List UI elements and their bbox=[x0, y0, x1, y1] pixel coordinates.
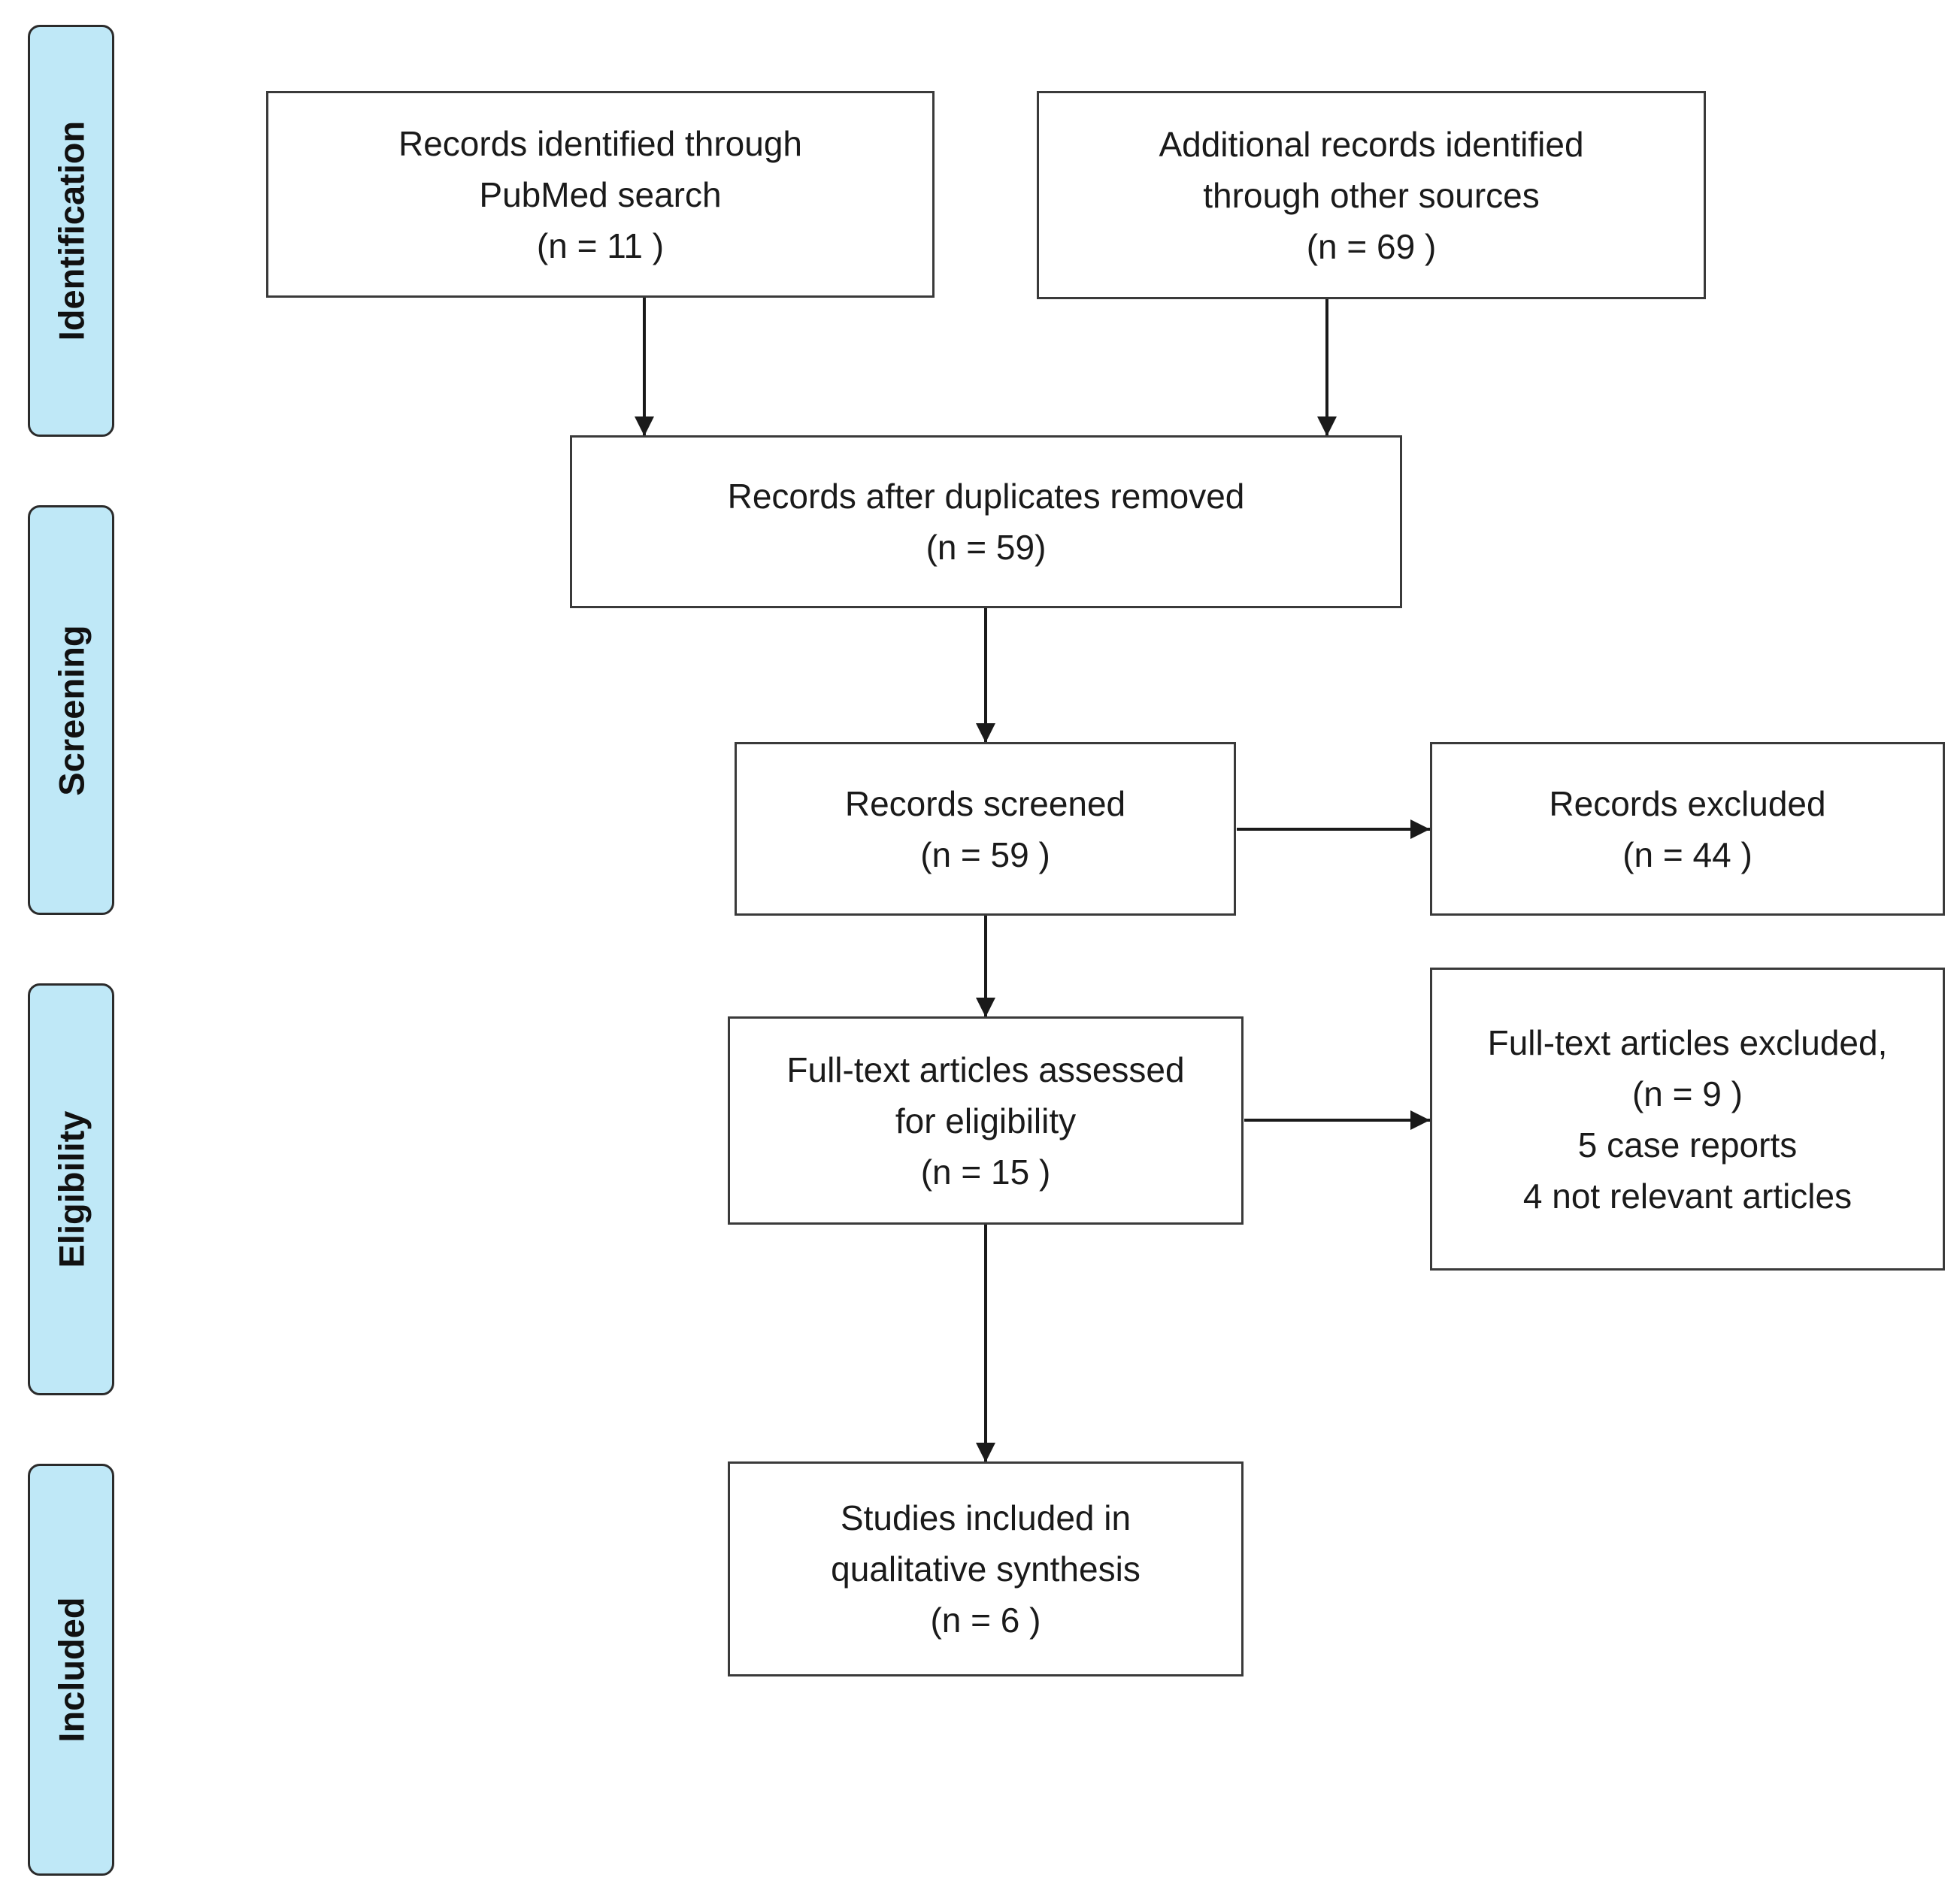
box-other-sources-line3: (n = 69 ) bbox=[1306, 226, 1437, 266]
box-other-sources-line2: through other sources bbox=[1203, 175, 1540, 215]
phase-included: Included bbox=[28, 1464, 114, 1876]
box-records-excluded: Records excluded (n = 44 ) bbox=[1430, 742, 1945, 916]
box-fulltext-excluded-line3: 5 case reports bbox=[1577, 1125, 1798, 1165]
phase-eligibility: Eligibility bbox=[28, 983, 114, 1395]
box-fulltext-excluded-line1: Full-text articles excluded, bbox=[1487, 1022, 1888, 1062]
box-pubmed-records: Records identified through PubMed search… bbox=[266, 91, 935, 298]
box-pubmed-line3: (n = 11 ) bbox=[536, 226, 665, 265]
box-studies-included-line1: Studies included in bbox=[840, 1498, 1131, 1537]
box-records-excluded-line1: Records excluded bbox=[1549, 783, 1826, 823]
box-studies-included-line3: (n = 6 ) bbox=[930, 1601, 1041, 1640]
box-fulltext-excluded-line4: 4 not relevant articles bbox=[1522, 1176, 1852, 1216]
box-records-screened-line1: Records screened bbox=[844, 783, 1126, 823]
box-records-screened-line2: (n = 59 ) bbox=[920, 834, 1050, 874]
phase-identification: Identification bbox=[28, 25, 114, 437]
box-other-sources: Additional records identified through ot… bbox=[1037, 91, 1706, 299]
box-fulltext-excluded-line2: (n = 9 ) bbox=[1631, 1074, 1743, 1113]
box-fulltext-assessed: Full-text articles assessed for eligibil… bbox=[728, 1016, 1244, 1225]
box-fulltext-assessed-line2: for eligibility bbox=[895, 1101, 1077, 1140]
box-records-screened: Records screened (n = 59 ) bbox=[735, 742, 1236, 916]
box-fulltext-assessed-line3: (n = 15 ) bbox=[920, 1152, 1051, 1192]
box-duplicates-removed-line1: Records after duplicates removed bbox=[727, 477, 1245, 516]
box-other-sources-line1: Additional records identified bbox=[1159, 124, 1584, 164]
box-fulltext-excluded: Full-text articles excluded, (n = 9 ) 5 … bbox=[1430, 968, 1945, 1271]
box-pubmed-line1: Records identified through bbox=[398, 123, 802, 163]
box-duplicates-removed-line2: (n = 59) bbox=[925, 528, 1047, 567]
phase-screening: Screening bbox=[28, 505, 114, 915]
box-records-excluded-line2: (n = 44 ) bbox=[1622, 834, 1752, 874]
box-studies-included: Studies included in qualitative synthesi… bbox=[728, 1461, 1244, 1676]
box-fulltext-assessed-line1: Full-text articles assessed bbox=[786, 1049, 1185, 1089]
box-duplicates-removed: Records after duplicates removed (n = 59… bbox=[570, 435, 1402, 608]
box-studies-included-line2: qualitative synthesis bbox=[831, 1549, 1141, 1589]
box-pubmed-line2: PubMed search bbox=[479, 174, 722, 214]
